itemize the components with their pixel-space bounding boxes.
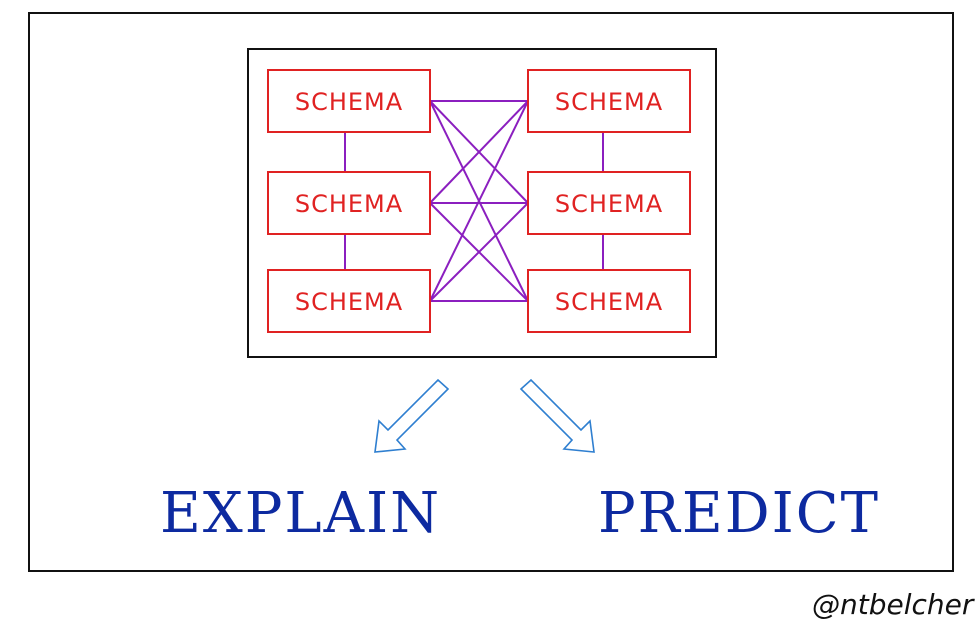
outer-frame (28, 12, 954, 572)
schema-label: SCHEMA (295, 190, 403, 218)
schema-label: SCHEMA (295, 88, 403, 116)
link-left-3-right-1 (429, 100, 529, 302)
schema-box-left-1: SCHEMA (267, 69, 431, 133)
predict-label: PREDICT (598, 481, 880, 546)
schema-network-frame (247, 48, 717, 358)
schema-box-left-3: SCHEMA (267, 269, 431, 333)
link-left-2-right-1 (429, 100, 529, 204)
link-left-3-right-2 (429, 202, 529, 302)
explain-label: EXPLAIN (160, 481, 441, 546)
schema-label: SCHEMA (555, 288, 663, 316)
hollow-arrow-down-right-icon (519, 378, 595, 453)
author-credit: @ntbelcher (812, 588, 975, 621)
hollow-arrow-down-left-icon (374, 378, 450, 453)
schema-label: SCHEMA (295, 288, 403, 316)
schema-box-left-2: SCHEMA (267, 171, 431, 235)
schema-box-right-2: SCHEMA (527, 171, 691, 235)
schema-box-right-3: SCHEMA (527, 269, 691, 333)
schema-links (344, 100, 604, 302)
schema-box-right-1: SCHEMA (527, 69, 691, 133)
schema-label: SCHEMA (555, 190, 663, 218)
schema-label: SCHEMA (555, 88, 663, 116)
